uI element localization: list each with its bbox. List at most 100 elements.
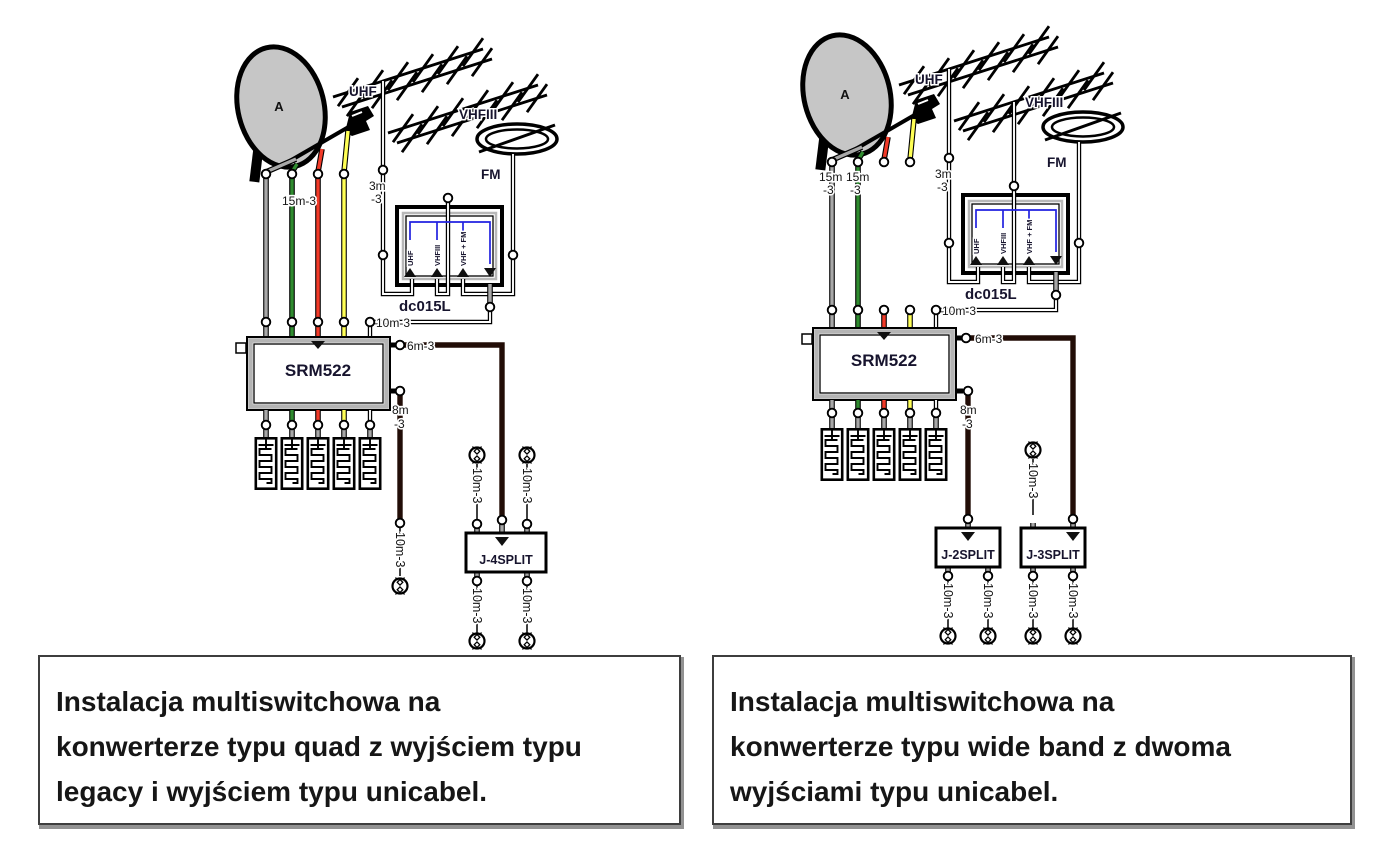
leg-length: 10m-3: [470, 468, 484, 503]
terminator: [1024, 626, 1042, 646]
uhf-cable-length-b: -3: [371, 192, 382, 206]
sat-cable-length-1b: -3: [823, 183, 834, 197]
wall-outlet: [820, 427, 844, 482]
drop-length: 10m-3: [393, 532, 407, 567]
leg-length: 10m-3: [1026, 583, 1040, 618]
leg-length: 10m-3: [520, 588, 534, 623]
sat-cable-length-2a: 15m: [846, 170, 869, 184]
caption-left-line3: legacy i wyjściem typu unicabel.: [56, 776, 488, 807]
multiswitch-box: [235, 336, 391, 411]
caption-left-line2: konwerterze typu quad z wyjściem typu: [56, 731, 582, 762]
uhf-antenna-icon: [331, 36, 494, 118]
multiswitch-side-port: [801, 333, 813, 345]
amp-input-vhf-label: VHFIII: [999, 233, 1008, 254]
amp-input-uhf-label: UHF: [406, 250, 415, 266]
terminator: [979, 626, 997, 646]
fm-antenna-icon: [1041, 110, 1125, 144]
out1-length: 6m-3: [975, 332, 1003, 346]
fm-label: FM: [481, 167, 501, 182]
lnb-highlight: [917, 99, 929, 105]
diagram-quad-lnb-installation: A 15m-3 UHF VHFIII FM: [234, 36, 559, 650]
leg-length: 10m-3: [1026, 463, 1040, 498]
out2-length-b: -3: [394, 417, 405, 431]
terminator: [1064, 626, 1082, 646]
multiswitch-side-port: [235, 342, 247, 354]
terminator: [391, 576, 409, 596]
amplifier-label: dc015L: [399, 298, 451, 315]
fm-antenna-icon: [475, 122, 559, 156]
leg-length: 10m-3: [981, 583, 995, 618]
vhf-label: VHFIII: [459, 107, 497, 122]
lnb-highlight: [351, 111, 363, 117]
sat-cables: [829, 118, 917, 328]
splitter-box-1: [934, 526, 1002, 573]
splitter2-label: J-3SPLIT: [1026, 548, 1080, 562]
sat-cable-length-1a: 15m: [819, 170, 842, 184]
wall-outlet: [846, 427, 870, 482]
terminator: [468, 631, 486, 650]
leg-length: 10m-3: [520, 468, 534, 503]
uhf-cable-length-a: 3m: [935, 167, 952, 181]
lnb-arm: [286, 123, 354, 164]
amplifier-internals: UHF VHFIII VHF + FM: [404, 221, 496, 277]
wall-outlet: [280, 436, 304, 491]
terminator: [518, 445, 536, 465]
out2-length-b: -3: [962, 417, 973, 431]
outlet-stubs: [263, 410, 373, 437]
splitter-box-2: [1019, 523, 1087, 573]
uhf-cable-length-b: -3: [937, 180, 948, 194]
caption-right-line2: konwerterze typu wide band z dwoma: [730, 731, 1231, 762]
lnb-icon: [911, 94, 940, 124]
terminator: [939, 626, 957, 646]
vhf-label: VHFIII: [1025, 95, 1063, 110]
leg-length: 10m-3: [470, 588, 484, 623]
leg-length: 10m-3: [1066, 583, 1080, 618]
multiswitch-box: [801, 327, 957, 401]
dish-label: A: [840, 87, 850, 102]
caption-right-line1: Instalacja multiswitchowa na: [730, 686, 1115, 717]
sat-cable-length-2b: -3: [850, 183, 861, 197]
caption-right-line3: wyjściami typu unicabel.: [730, 776, 1059, 807]
wall-outlet: [332, 436, 356, 491]
sat-cable-length: 15m-3: [282, 194, 316, 208]
amp-input-uhf-label: UHF: [972, 238, 981, 254]
satellite-dish: [234, 44, 374, 183]
satellite-dish: [800, 32, 940, 171]
terminator: [468, 445, 486, 465]
terminator: [1024, 440, 1042, 460]
wall-outlet: [306, 436, 330, 491]
wall-outlet: [358, 436, 382, 491]
multiswitch-label: SRM522: [851, 351, 917, 370]
outlet-stubs: [829, 400, 939, 428]
caption-left-line1: Instalacja multiswitchowa na: [56, 686, 441, 717]
out2-length-a: 8m: [960, 403, 977, 417]
multiswitch-label: SRM522: [285, 361, 351, 380]
leg-length: 10m-3: [941, 583, 955, 618]
wall-outlet: [898, 427, 922, 482]
splitter1-label: J-2SPLIT: [941, 548, 995, 562]
uhf-cable-length-a: 3m: [369, 179, 386, 193]
fm-label: FM: [1047, 155, 1067, 170]
amp-input-fm-label: VHF + FM: [459, 232, 468, 266]
amp-input-vhf-label: VHFIII: [433, 245, 442, 266]
lnb-arm: [852, 111, 920, 152]
amplifier-internals: UHF VHFIII VHF + FM: [970, 209, 1062, 265]
splitter-box: [464, 527, 548, 578]
amp-input-fm-label: VHF + FM: [1025, 220, 1034, 254]
uhf-label: UHF: [349, 84, 377, 99]
wall-outlet: [872, 427, 896, 482]
splitter-label: J-4SPLIT: [479, 553, 533, 567]
amp-cable-length: 10m-3: [376, 316, 410, 330]
uhf-antenna-icon: [897, 24, 1060, 106]
out1-length: 6m-3: [407, 339, 435, 353]
out2-length-a: 8m: [392, 403, 409, 417]
sat-cables: [263, 130, 351, 337]
amplifier-label: dc015L: [965, 286, 1017, 303]
caption-left: Instalacja multiswitchowa na konwerterze…: [38, 655, 681, 825]
wall-outlet: [924, 427, 948, 482]
diagram-wideband-lnb-installation: A 15m -3 15m -3 UHF VHFIII FM: [800, 24, 1125, 646]
terminator: [518, 631, 536, 650]
installation-diagrams: A 15m-3 UHF VHFIII FM: [234, 24, 1125, 650]
dish-label: A: [274, 99, 284, 114]
